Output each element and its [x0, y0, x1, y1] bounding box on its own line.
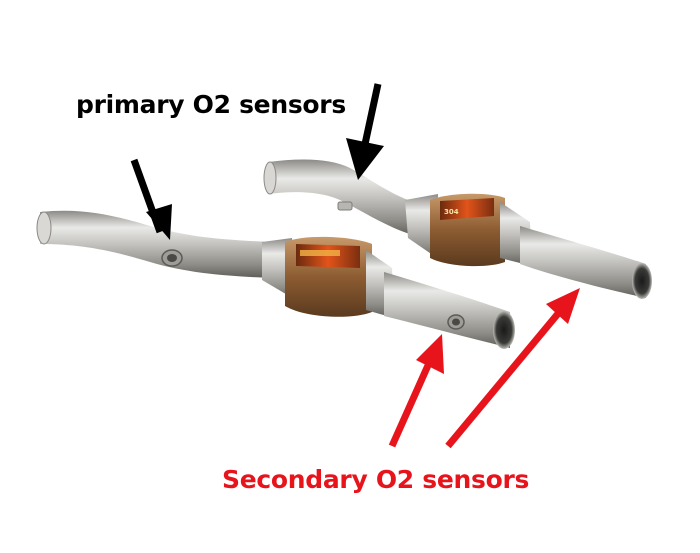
red-arrow-icon	[445, 288, 580, 449]
primary-o2-sensor-port	[161, 249, 183, 267]
secondary-o2-sensors-label: Secondary O2 sensors	[222, 465, 530, 494]
rear-catalytic-converter: 304	[430, 193, 505, 267]
rear-pipe-outlet	[520, 226, 646, 298]
front-catalytic-converter	[285, 236, 372, 317]
rear-exhaust-pipe: 304	[263, 159, 652, 299]
black-arrow-icon	[130, 158, 172, 240]
front-pipe-outlet	[384, 272, 510, 348]
primary-o2-sensors-label: primary O2 sensors	[76, 90, 346, 119]
front-pipe-inlet	[40, 210, 270, 278]
red-arrow-icon	[388, 334, 444, 448]
rear-pipe-inlet	[268, 159, 420, 236]
front-exhaust-pipe	[36, 210, 515, 349]
svg-text:304: 304	[444, 208, 459, 216]
black-arrow-icon	[346, 83, 384, 180]
secondary-o2-sensor-port	[447, 314, 465, 330]
